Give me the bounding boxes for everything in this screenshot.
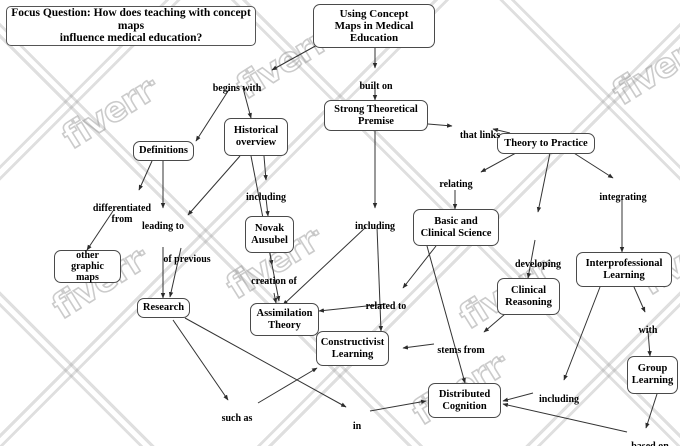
edge-group-basedon — [645, 393, 658, 429]
edge-interprof-including — [563, 286, 601, 381]
node-clinical-reasoning[interactable]: Clinical Reasoning — [497, 278, 560, 315]
node-label: Research — [142, 302, 185, 314]
link-label-built-on: built on — [359, 81, 393, 92]
edge-definitions-differentiated — [138, 160, 153, 191]
node-label: other graphic maps — [71, 249, 104, 284]
link-label-based-on: based on — [626, 430, 674, 446]
node-label: Novak Ausubel — [251, 222, 288, 246]
link-label-with: with — [638, 325, 658, 336]
edge-including-novak — [265, 197, 270, 217]
edge-stemsfrom-constructivist — [402, 343, 435, 350]
node-historical-overview[interactable]: Historical overview — [224, 118, 288, 156]
node-label: Distributed Cognition — [438, 388, 491, 412]
edge-relatedto-assimilation — [318, 303, 387, 313]
node-label: Assimilation Theory — [256, 307, 313, 331]
node-label: Constructivist Learning — [320, 336, 385, 360]
edge-theory2practice-developing — [536, 147, 552, 213]
link-label-begins-with: begins with — [212, 83, 262, 94]
edge-basicclin-distributed — [426, 245, 466, 384]
node-label: Interprofessional Learning — [585, 257, 663, 281]
link-label-stems-from: stems from — [437, 345, 485, 356]
link-label-that-links: that links — [459, 130, 501, 141]
node-title-text: Using Concept Maps in Medical Education — [334, 7, 414, 45]
edge-interprof-with — [633, 286, 646, 313]
edge-with-group — [647, 330, 652, 357]
link-label-developing: developing — [514, 259, 562, 270]
node-distributed-cognition[interactable]: Distributed Cognition — [428, 383, 501, 418]
link-label-including-premise: including — [354, 221, 396, 232]
node-theory-to-practice[interactable]: Theory to Practice — [497, 133, 595, 154]
node-novak-ausubel[interactable]: Novak Ausubel — [245, 216, 294, 253]
edge-beginswith-historical — [242, 87, 252, 119]
link-label-of-previous: of previous — [163, 254, 211, 265]
edge-premise-thatlinks — [427, 123, 453, 128]
node-label: Clinical Reasoning — [505, 284, 552, 308]
node-interprofessional-learning[interactable]: Interprofessional Learning — [576, 252, 672, 287]
node-assimilation-theory[interactable]: Assimilation Theory — [250, 303, 319, 336]
node-basic-and-clinical-science[interactable]: Basic and Clinical Science — [413, 209, 499, 246]
link-label-related-to: related to — [365, 301, 407, 312]
node-label: Theory to Practice — [504, 137, 588, 149]
edge-beginswith-definitions — [195, 87, 231, 142]
node-label: Group Learning — [631, 363, 674, 386]
edge-developing-clinreason — [526, 239, 536, 279]
node-label: Basic and Clinical Science — [420, 215, 492, 239]
edge-historical-ofprevious — [187, 155, 241, 216]
node-definitions[interactable]: Definitions — [133, 141, 194, 161]
edge-theory2practice-thatlinks — [492, 127, 511, 134]
node-label: Definitions — [138, 145, 188, 157]
edge-basicclin-relatedto — [402, 245, 437, 289]
focus-question-text: Focus Question: How does teaching with c… — [11, 6, 251, 45]
edge-ofprevious-research — [168, 247, 182, 298]
link-label-differentiated-from: differentiated from — [92, 203, 152, 225]
link-label-in: in — [352, 421, 362, 432]
node-constructivist-learning[interactable]: Constructivist Learning — [316, 331, 389, 366]
edge-basedon-distributed — [502, 402, 628, 433]
edge-title-beginswith — [271, 43, 320, 71]
edge-research-suchas — [172, 319, 229, 401]
node-strong-theoretical-premise[interactable]: Strong Theoretical Premise — [324, 100, 428, 131]
link-label-including-group: including — [538, 394, 580, 405]
edge-in-distributed — [369, 399, 427, 412]
node-other-graphic-maps[interactable]: other graphic maps — [54, 250, 121, 283]
edge-historical-including — [263, 155, 268, 181]
edge-including-distributed — [502, 392, 534, 402]
node-group-learning[interactable]: Group Learning — [627, 356, 678, 394]
link-label-including-historical: including — [245, 192, 287, 203]
edge-research-in — [184, 317, 347, 408]
node-label: Strong Theoretical Premise — [334, 103, 418, 127]
node-label: Historical overview — [233, 125, 279, 148]
link-label-leading-to: leading to — [142, 221, 184, 232]
edge-including-constructivist — [376, 226, 384, 332]
edge-creationof-assimilation — [272, 292, 278, 304]
node-title[interactable]: Using Concept Maps in Medical Education — [313, 4, 435, 48]
node-focus-question[interactable]: Focus Question: How does teaching with c… — [6, 6, 256, 46]
node-research[interactable]: Research — [137, 298, 190, 318]
edge-clinreason-stemsfrom — [483, 313, 506, 333]
edge-suchas-constructivist — [257, 367, 318, 404]
link-label-creation-of: creation of — [251, 276, 297, 287]
link-label-relating: relating — [439, 179, 473, 190]
link-label-integrating: integrating — [599, 192, 647, 203]
link-label-such-as: such as — [221, 413, 253, 424]
edge-differentiated-othermaps — [86, 210, 114, 251]
edge-including-assimilation — [282, 226, 367, 306]
